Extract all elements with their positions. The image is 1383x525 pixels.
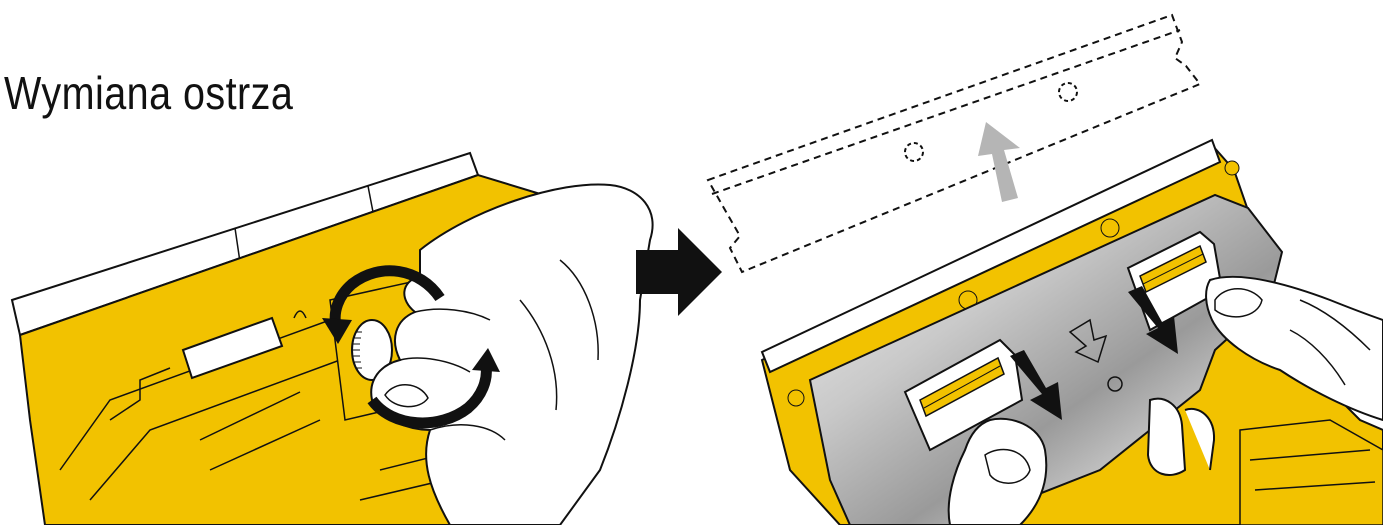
step-1-loosen-screw: [12, 153, 653, 525]
lift-arrow-icon: [978, 122, 1020, 202]
step-2-remove-blade: [708, 15, 1383, 525]
